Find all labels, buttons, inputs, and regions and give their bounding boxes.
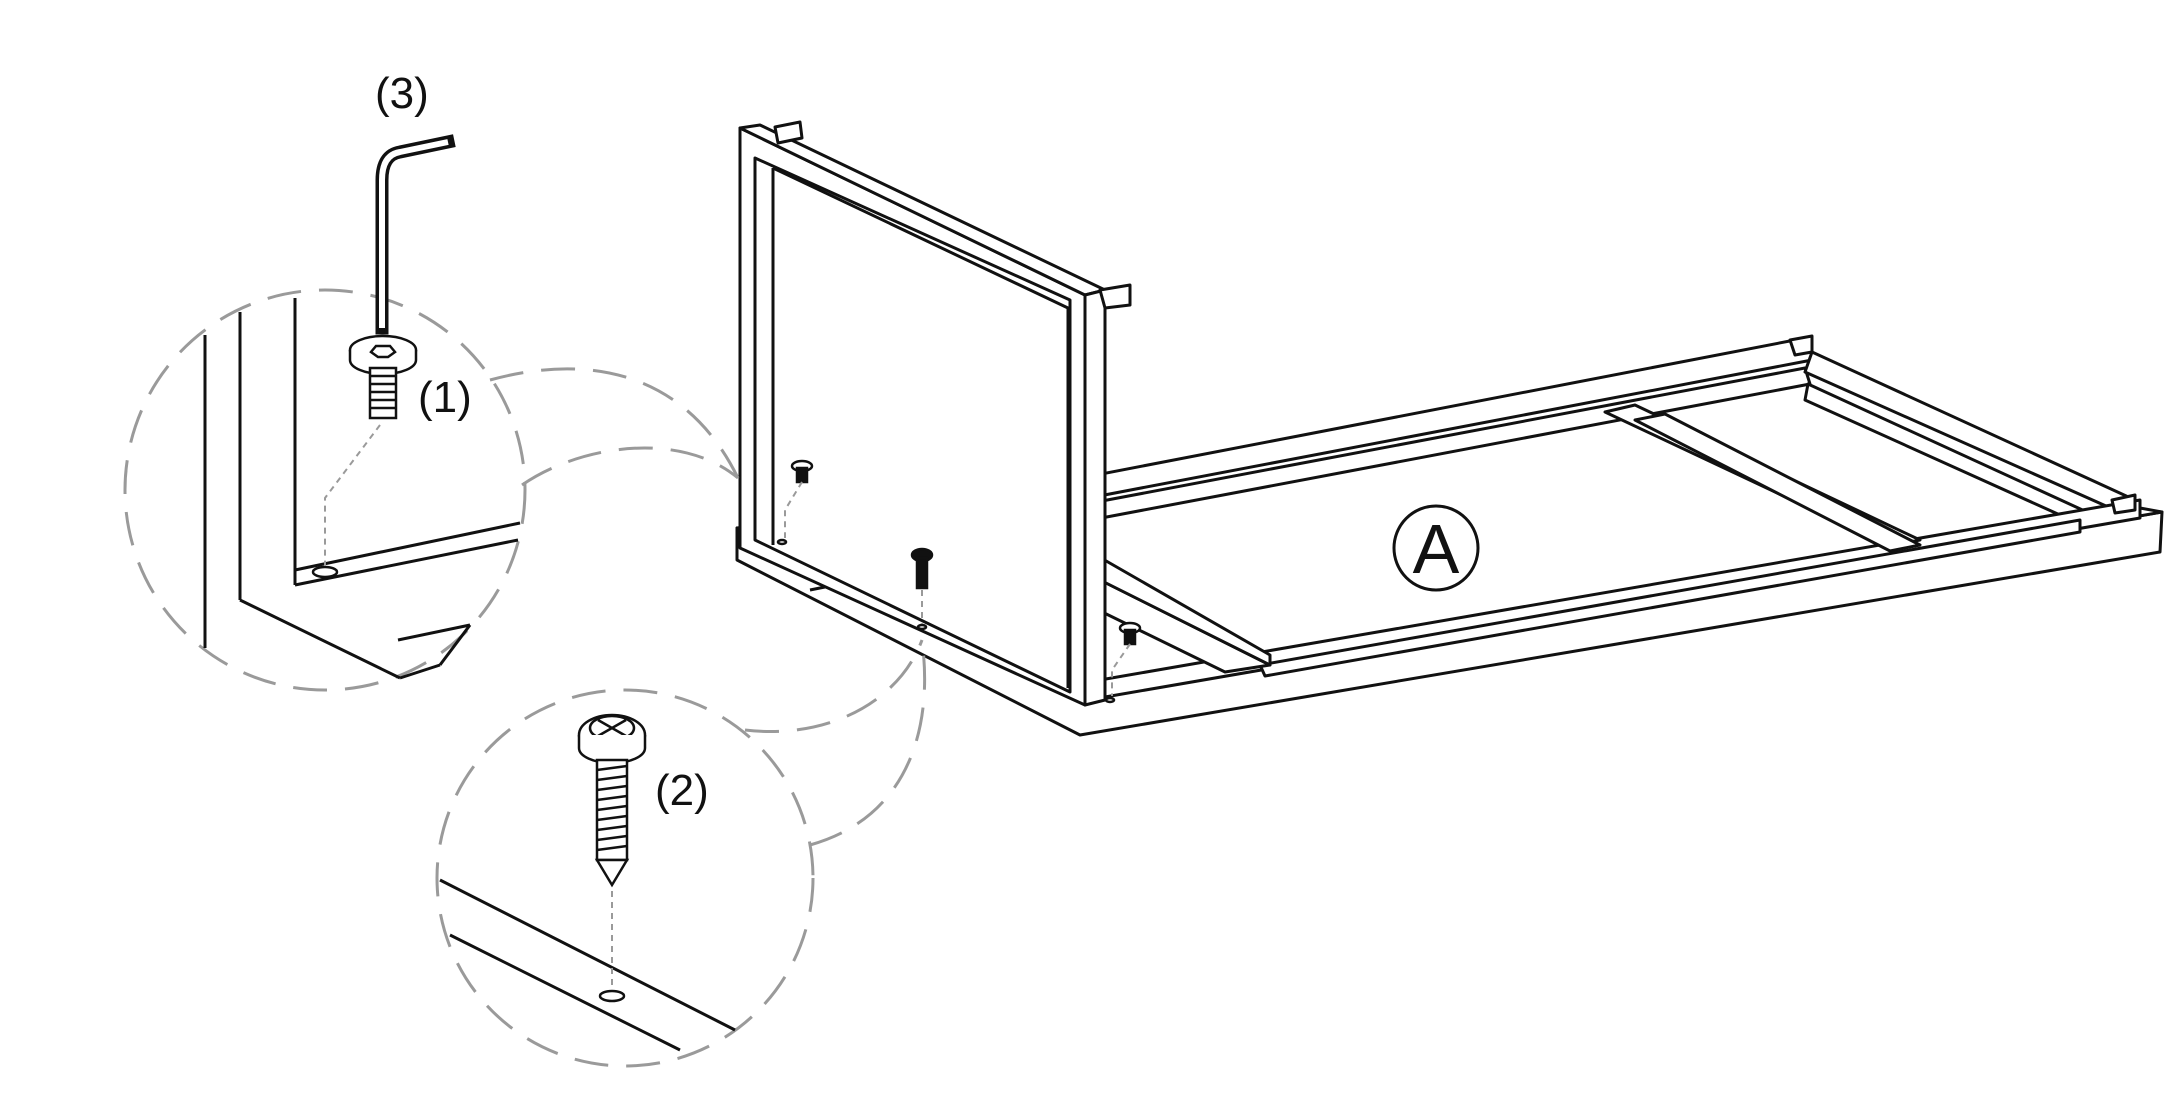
connector-2-bottom <box>809 639 927 847</box>
end-frame-tab-left <box>773 120 804 145</box>
frame-guide-lines <box>784 481 1131 696</box>
assembly-callout: A <box>1392 504 1480 592</box>
hole-icon <box>916 623 928 631</box>
rail-tab-right <box>1788 334 1814 357</box>
allen-key-icon <box>375 134 456 335</box>
bolt-left-icon <box>790 459 814 484</box>
hole-icon <box>1104 696 1116 704</box>
detail-2-frame <box>439 878 736 1052</box>
front-long-rail-lower <box>1258 518 2082 678</box>
end-frame-right-post <box>1083 288 1107 707</box>
end-frame <box>738 120 2137 707</box>
end-frame-inner-edge <box>772 166 1070 688</box>
phillips-wood-screw-icon <box>577 713 647 888</box>
screw-center-icon <box>910 547 934 590</box>
detail-1-hole-icon <box>311 565 339 579</box>
detail-1-guide <box>324 424 381 566</box>
end-frame-tab-right <box>1098 283 1132 310</box>
assembly-callout-circle <box>1392 504 1480 592</box>
bolt-right-icon <box>1118 621 1142 646</box>
detail-1-frame <box>203 298 521 680</box>
cross-bar-middle-lower <box>1633 412 1922 553</box>
connector-1-bottom <box>521 446 739 487</box>
rail-tab-end <box>2110 493 2137 515</box>
detail-circle-1 <box>123 134 740 692</box>
detail-circle-2 <box>435 639 927 1068</box>
connector-2-top <box>744 639 924 733</box>
part-3-label: (3) <box>375 69 429 118</box>
connector-1-top <box>489 367 740 479</box>
assembly-label: A <box>1413 510 1460 588</box>
flat-head-hex-bolt-icon <box>348 334 418 420</box>
frame-bolts <box>776 459 1142 704</box>
detail-2-hole-icon <box>598 989 626 1003</box>
part-2-label: (2) <box>655 766 709 815</box>
part-1-label: (1) <box>418 373 472 422</box>
right-end-rail-inner <box>1803 382 2102 526</box>
right-end-rail-outer <box>1803 350 2137 512</box>
hole-icon <box>776 538 788 546</box>
end-frame-inner <box>753 156 1072 694</box>
